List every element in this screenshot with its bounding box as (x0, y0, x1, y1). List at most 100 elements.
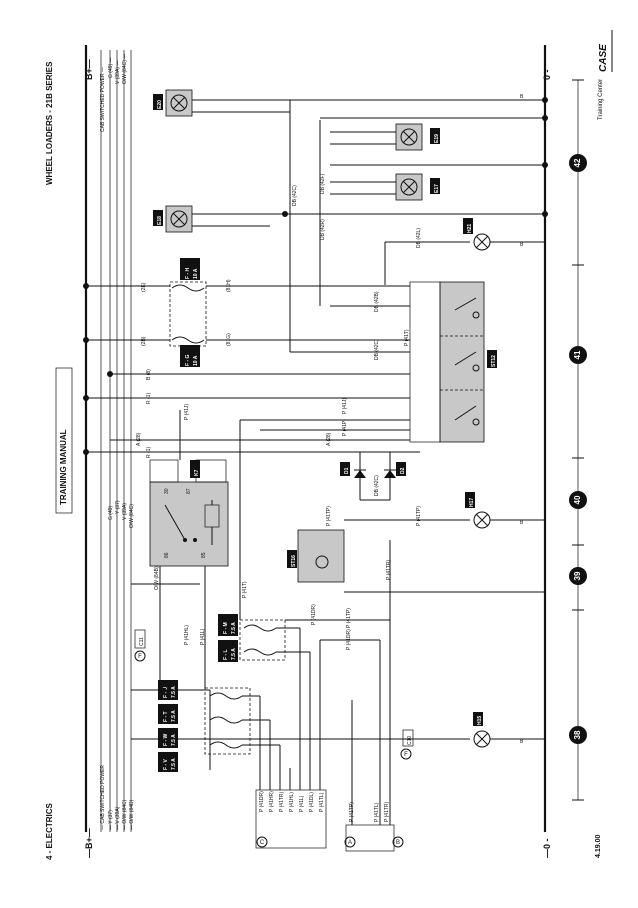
svg-text:P (41L): P (41L) (299, 795, 305, 812)
negative-rail-bottom-label: —0 - (542, 838, 552, 858)
section-title: 4 - ELECTRICS (45, 802, 54, 860)
svg-text:B: B (520, 94, 524, 100)
connector-marker-c: C (256, 836, 268, 848)
legend-bottom-5: — O/W (84D) (129, 799, 135, 830)
svg-text:7.5 A: 7.5 A (231, 648, 237, 660)
svg-text:F - M: F - M (223, 622, 229, 634)
svg-text:DB (42F): DB (42F) (320, 173, 326, 194)
svg-text:F: F (138, 654, 142, 660)
svg-text:10 A: 10 A (193, 355, 199, 366)
wire-label-ow84c: O/W (84C) (129, 504, 135, 528)
svg-text:E17: E17 (434, 184, 440, 193)
legend-bottom-1: — CAB SWITCHED POWER (100, 765, 106, 830)
svg-text:86: 86 (164, 552, 170, 558)
fuse-labels: F - V 7.5 A F - W 7.5 A F - T 7.5 A F - … (158, 258, 238, 772)
lamp-h17: H17 B (465, 492, 545, 529)
negative-rail-top-label: 0 - (542, 69, 552, 80)
legend-bottom-4: — O/W (84C) (122, 799, 128, 830)
svg-text:7.5 A: 7.5 A (171, 734, 177, 746)
svg-text:41: 41 (573, 350, 582, 359)
svg-text:87: 87 (186, 488, 192, 494)
svg-text:DB (42B): DB (42B) (374, 291, 380, 312)
svg-text:B: B (396, 840, 400, 846)
svg-text:P (41HR): P (41HR) (269, 791, 275, 812)
manual-title-box (55, 367, 73, 514)
svg-text:F - H: F - H (185, 268, 191, 279)
lamp-e18: E18 DB (42C) (153, 100, 548, 352)
svg-text:38: 38 (573, 730, 582, 739)
zone-marker-40: 40 (569, 491, 587, 509)
svg-text:40: 40 (573, 495, 582, 504)
svg-text:F - G: F - G (185, 355, 191, 366)
svg-text:P (41TP): P (41TP) (416, 506, 422, 526)
svg-text:F - T: F - T (163, 711, 169, 722)
svg-text:P (41T): P (41T) (404, 329, 410, 346)
svg-text:F - W: F - W (163, 734, 169, 746)
svg-text:7.5 A: 7.5 A (231, 622, 237, 634)
svg-text:(81G): (81G) (226, 333, 232, 346)
svg-text:B (8): B (8) (146, 369, 152, 380)
horizontal-wires: R (1) R (1) A (28) A (28) B (8) (2E) (81… (83, 279, 420, 600)
lamp-h21: H21 DB (42L) B (384, 218, 545, 285)
lamp-h15: H15 B C10 F (131, 712, 545, 760)
svg-text:DB (42L): DB (42L) (416, 228, 422, 248)
svg-text:P (41P): P (41P) (342, 419, 348, 436)
svg-text:E18: E18 (157, 216, 163, 225)
svg-text:(2E): (2E) (141, 282, 147, 292)
svg-text:H21: H21 (467, 224, 473, 233)
svg-text:10 A: 10 A (193, 268, 199, 279)
svg-text:P (41HL): P (41HL) (289, 792, 295, 812)
svg-text:F: F (404, 752, 408, 758)
series-title: WHEEL LOADERS - 21B SERIES (45, 61, 54, 185)
svg-text:ST16: ST16 (291, 555, 297, 567)
fuse-symbols (169, 281, 286, 755)
lamp-e20: E20 B (153, 89, 548, 117)
svg-text:7.5 A: 7.5 A (171, 758, 177, 770)
svg-text:P (41J): P (41J) (184, 404, 190, 420)
wire-label-g49: G (49) (108, 505, 114, 520)
svg-text:R (1): R (1) (146, 393, 152, 404)
svg-text:F - L: F - L (223, 649, 229, 660)
svg-text:P (41DR): P (41DR) (259, 791, 265, 812)
case-logo: CASE (598, 44, 609, 72)
bottom-connector-block: P (41DR) P (41HR) P (41TR) P (41HL) P (4… (255, 768, 327, 849)
svg-text:ST12: ST12 (491, 355, 497, 367)
legend-top-3: V (39A) — (115, 61, 121, 84)
svg-text:DB (42C): DB (42C) (374, 475, 380, 496)
svg-text:E19: E19 (434, 134, 440, 143)
lamp-e17: E17 DB (42F) DB (42R) (319, 120, 548, 306)
svg-text:(2B): (2B) (141, 336, 147, 346)
svg-text:C10: C10 (407, 736, 413, 745)
zone-marker-39: 39 (569, 567, 587, 585)
training-center-label: Training Center (598, 79, 604, 120)
diode-d1: D1 (340, 452, 366, 500)
svg-text:F - U: F - U (163, 687, 169, 698)
zone-marker-42: 42 (569, 154, 587, 172)
svg-text:DB (42C): DB (42C) (292, 185, 298, 206)
svg-text:P (41DL): P (41DL) (309, 792, 315, 812)
svg-text:C: C (260, 840, 265, 846)
svg-text:E20: E20 (157, 100, 163, 109)
svg-text:P (41TP): P (41TP) (346, 608, 352, 628)
positive-rail-bottom-label: —B+— (84, 828, 94, 858)
relay-k7: K7 30 87 86 85 P (41L) P (41J) (149, 404, 229, 645)
svg-text:P (41HL): P (41HL) (184, 625, 190, 645)
switch-st12: ST12 DB (42B) DB (42C) P (41T) (290, 281, 497, 443)
legend-top-4: O/W (84C) — (122, 54, 128, 84)
fuse-block-routing: P (41TP) P (41DR) P (41HL) (131, 600, 390, 770)
lower-mid-connector: P (41TP) P (41TL) P (41TR) A B (344, 540, 404, 852)
legend-top-2: G (49) — (108, 57, 114, 78)
svg-text:D1: D1 (344, 467, 350, 474)
svg-text:B: B (520, 520, 524, 526)
svg-text:P (41DR): P (41DR) (346, 629, 352, 650)
svg-text:P (41TR): P (41TR) (384, 801, 390, 822)
svg-text:C11: C11 (139, 637, 145, 646)
svg-text:F - V: F - V (163, 759, 169, 770)
zone-marker-38: 38 (569, 726, 587, 744)
svg-text:DB (42R): DB (42R) (320, 219, 326, 240)
svg-text:H17: H17 (469, 498, 475, 507)
wire-label-v39a: V (39A) (122, 503, 128, 520)
lamp-e19: E19 (320, 115, 548, 151)
